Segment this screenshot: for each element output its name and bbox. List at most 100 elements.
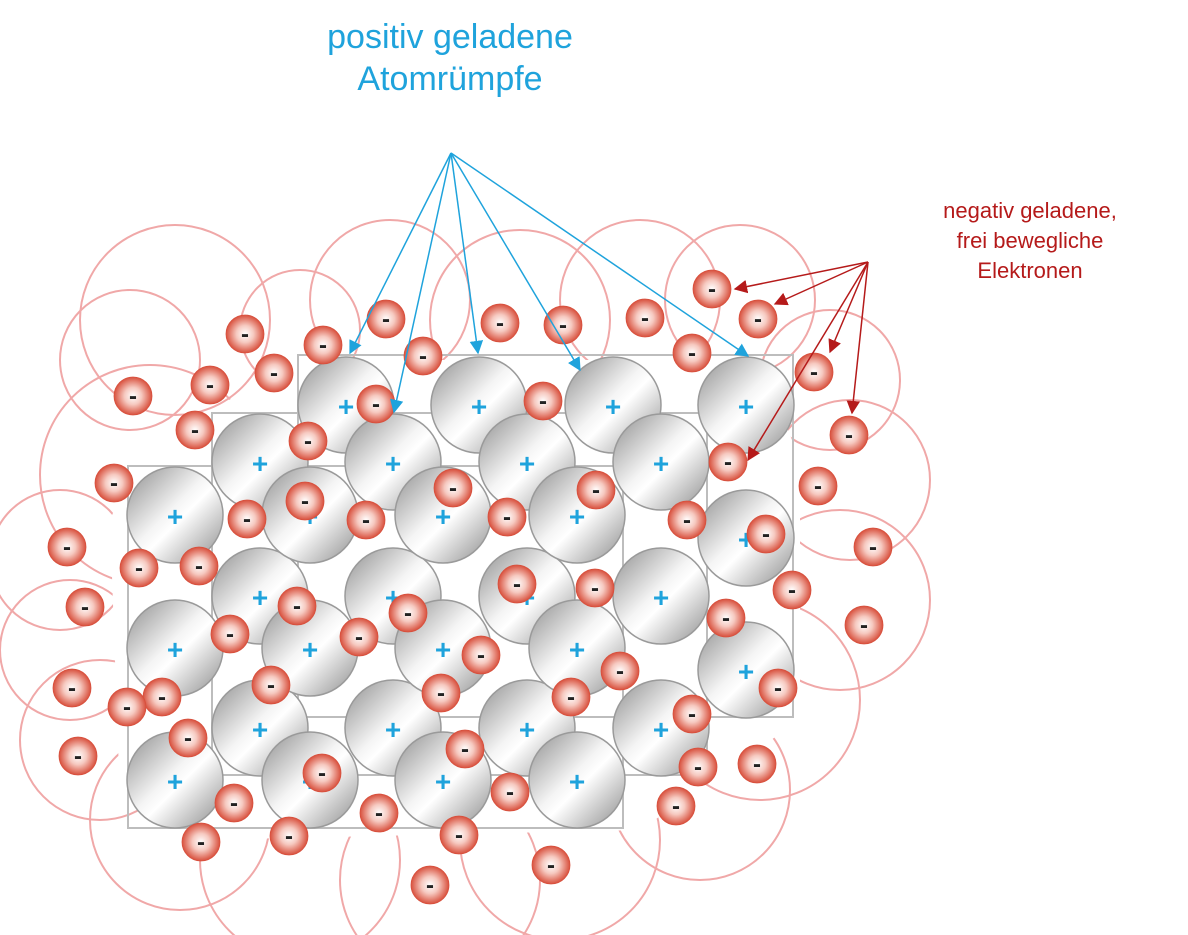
metal-ion: +	[126, 466, 224, 564]
electron: -	[678, 747, 718, 787]
electron: -	[269, 816, 309, 856]
electron-charge-symbol: -	[230, 790, 238, 817]
ion-charge-symbol: +	[569, 766, 585, 797]
metal-ion-sphere	[612, 547, 710, 645]
electrons-label: negativ geladene, frei bewegliche Elektr…	[915, 196, 1145, 286]
electron-charge-symbol: -	[860, 612, 868, 639]
electron-sphere	[214, 783, 254, 823]
electron: -	[656, 786, 696, 826]
electron-charge-symbol: -	[191, 417, 199, 444]
electron-charge-symbol: -	[591, 575, 599, 602]
electron: -	[794, 352, 834, 392]
ion-charge-symbol: +	[302, 634, 318, 665]
metal-ion: +	[126, 599, 224, 697]
electron: -	[439, 815, 479, 855]
electron: -	[403, 336, 443, 376]
electron: -	[576, 470, 616, 510]
electron-charge-symbol: -	[270, 360, 278, 387]
electron: -	[388, 593, 428, 633]
electron-charge-symbol: -	[774, 675, 782, 702]
electron-sphere	[119, 548, 159, 588]
electron-sphere	[737, 744, 777, 784]
electron: -	[829, 415, 869, 455]
electron-pointer-arrow	[733, 261, 869, 294]
electron: -	[285, 481, 325, 521]
ion-charge-symbol: +	[569, 501, 585, 532]
electron-sphere	[190, 365, 230, 405]
electron: -	[497, 564, 537, 604]
ion-charge-symbol: +	[471, 391, 487, 422]
electron-sphere	[678, 747, 718, 787]
electron-charge-symbol: -	[845, 422, 853, 449]
electron-sphere	[656, 786, 696, 826]
electron-sphere	[175, 410, 215, 450]
electron-charge-symbol: -	[319, 332, 327, 359]
electron-sphere	[672, 333, 712, 373]
electron: -	[94, 463, 134, 503]
electron: -	[445, 729, 485, 769]
electron-sphere	[746, 514, 786, 554]
electron-sphere	[359, 793, 399, 833]
ion-charge-symbol: +	[385, 714, 401, 745]
electron-sphere	[179, 546, 219, 586]
ion-charge-symbol: +	[385, 448, 401, 479]
electron: -	[181, 822, 221, 862]
electron-charge-symbol: -	[810, 359, 818, 386]
electrons-label-line3: Elektronen	[977, 258, 1083, 283]
electron-sphere	[490, 772, 530, 812]
electron-sphere	[52, 668, 92, 708]
electron: -	[277, 586, 317, 626]
electron-charge-symbol: -	[110, 470, 118, 497]
electron-charge-symbol: -	[724, 449, 732, 476]
electron: -	[65, 587, 105, 627]
electron-charge-symbol: -	[241, 321, 249, 348]
electron-sphere	[254, 353, 294, 393]
ion-charge-symbol: +	[435, 501, 451, 532]
ion-charge-symbol: +	[653, 582, 669, 613]
metal-ion: +	[697, 356, 795, 454]
electron-sphere	[844, 605, 884, 645]
electron-sphere	[47, 527, 87, 567]
electron-sphere	[94, 463, 134, 503]
electron: -	[58, 736, 98, 776]
electron-sphere	[708, 442, 748, 482]
electron: -	[190, 365, 230, 405]
electron: -	[225, 314, 265, 354]
electron-sphere	[58, 736, 98, 776]
ion-charge-symbol: +	[252, 714, 268, 745]
electron-sphere	[288, 421, 328, 461]
electron-charge-symbol: -	[285, 823, 293, 850]
electron-sphere	[600, 651, 640, 691]
electron-sphere	[772, 570, 812, 610]
electron: -	[366, 299, 406, 339]
electron: -	[531, 845, 571, 885]
electron-sphere	[410, 865, 450, 905]
electron: -	[853, 527, 893, 567]
electron-charge-symbol: -	[81, 594, 89, 621]
electron-sphere	[576, 470, 616, 510]
electron-charge-symbol: -	[301, 488, 309, 515]
ion-charge-symbol: +	[167, 501, 183, 532]
electron-charge-symbol: -	[762, 521, 770, 548]
electron-charge-symbol: -	[722, 605, 730, 632]
ion-charge-symbol: +	[167, 766, 183, 797]
electron-sphere	[210, 614, 250, 654]
electron-charge-symbol: -	[135, 555, 143, 582]
electron-charge-symbol: -	[355, 624, 363, 651]
electron: -	[798, 466, 838, 506]
arrow-layer	[349, 152, 869, 462]
electron-charge-symbol: -	[226, 621, 234, 648]
electron: -	[254, 353, 294, 393]
electron-charge-symbol: -	[63, 534, 71, 561]
electron-sphere	[461, 635, 501, 675]
electron-sphere	[277, 586, 317, 626]
electron-sphere	[421, 673, 461, 713]
electron-charge-symbol: -	[426, 872, 434, 899]
ion-charge-symbol: +	[569, 634, 585, 665]
electron: -	[346, 500, 386, 540]
electron: -	[844, 605, 884, 645]
electron-sphere	[497, 564, 537, 604]
electron-sphere	[551, 677, 591, 717]
electron-sphere	[543, 305, 583, 345]
